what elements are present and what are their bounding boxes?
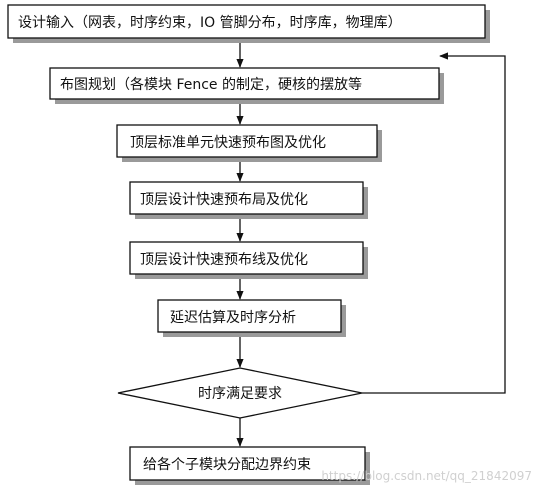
node-top-routing-label: 顶层设计快速预布线及优化 [140,252,308,268]
node-top-std-cell: 顶层标准单元快速预布图及优化 [116,124,382,162]
node-top-std-cell-label: 顶层标准单元快速预布图及优化 [130,135,326,151]
node-design-input-label: 设计输入（网表，时序约束，IO 管脚分布，时序库，物理库） [18,15,402,31]
decision-timing-met: 时序满足要求 [117,367,363,419]
node-floorplan: 布图规划（各模块 Fence 的制定，硬核的摆放等 [49,67,444,104]
edge-feedback-loop [362,52,506,394]
decision-timing-met-label: 时序满足要求 [198,386,282,402]
node-boundary-constraints: 给各个子模块分配边界约束 [129,446,370,485]
node-top-placement-label: 顶层设计快速预布局及优化 [140,192,308,208]
node-top-routing: 顶层设计快速预布线及优化 [129,241,368,279]
node-floorplan-label: 布图规划（各模块 Fence 的制定，硬核的摆放等 [60,76,362,93]
node-top-placement: 顶层设计快速预布局及优化 [129,181,368,219]
node-delay-timing-label: 延迟估算及时序分析 [170,310,296,326]
node-delay-timing: 延迟估算及时序分析 [157,299,346,337]
node-design-input: 设计输入（网表，时序约束，IO 管脚分布，时序库，物理库） [7,4,490,43]
node-boundary-constraints-label: 给各个子模块分配边界约束 [143,457,311,473]
watermark-text: https://blog.csdn.net/qq_21842097 [321,469,532,483]
